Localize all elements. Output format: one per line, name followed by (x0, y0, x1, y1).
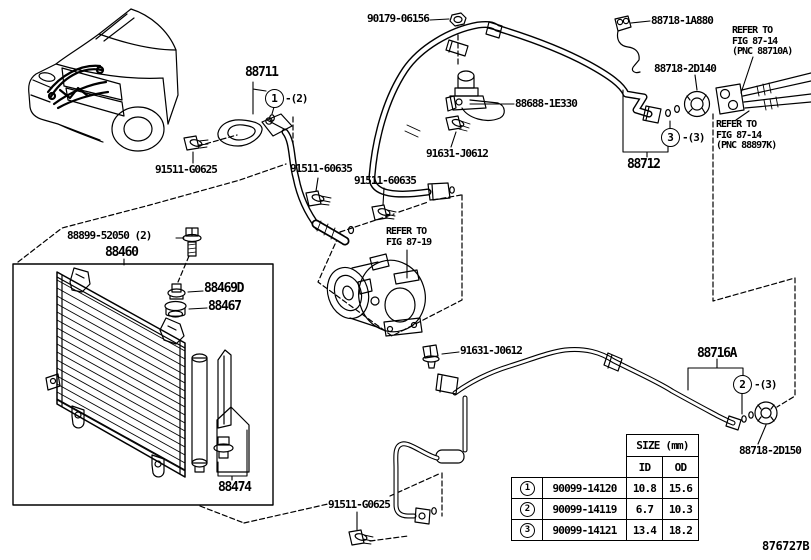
part-label-88460: 88460 (105, 245, 139, 260)
bolt-91631-j0612-a (445, 115, 471, 132)
row-2-id: 6.7 (626, 498, 663, 520)
callout-2-qty: -(3) (754, 378, 777, 391)
car-sketch (28, 8, 179, 152)
size-table-header: SIZE (mm) (626, 434, 699, 457)
receiver-drier (191, 353, 208, 473)
firewall-fitting-drawing (683, 72, 811, 118)
row-3-id: 13.4 (626, 519, 663, 541)
valve-88688-drawing (445, 70, 505, 121)
bolt-91511-g0625-a (183, 135, 209, 151)
row-2-badge: 2 (519, 502, 535, 517)
part-label-88718-2d150: 88718-2D150 (739, 444, 802, 457)
size-table-row: 2 90099-14119 6.7 10.3 (511, 498, 699, 520)
part-label-88469d: 88469D (204, 281, 244, 296)
part-label-91511-60635-a: 91511-60635 (290, 162, 353, 175)
desiccant-strip (217, 349, 232, 429)
callout-3-badge: 3 (661, 128, 680, 147)
bolt-91511-g0625-b (348, 529, 374, 546)
grommet-88469d-drawing (167, 283, 186, 300)
size-table: SIZE (mm) ID OD 1 90099-14120 10.8 15.6 … (511, 434, 699, 541)
size-table-row: 1 90099-14120 10.8 15.6 (511, 477, 699, 499)
row-1-badge: 1 (519, 481, 535, 496)
part-label-91511-g0625-b: 91511-G0625 (328, 498, 391, 511)
callout-1-qty: -(2) (285, 92, 308, 105)
part-label-88688-1e330: 88688-1E330 (515, 97, 578, 110)
callout-3-qty: -(3) (682, 131, 705, 144)
part-label-91631-j0612-b: 91631-J0612 (460, 344, 523, 357)
row-2-part: 90099-14119 (542, 498, 627, 520)
refer-note-88897k: REFER TO FIG 87-14 (PNC 88897K) (716, 119, 777, 152)
nut-90179-drawing (449, 12, 467, 27)
part-label-88474: 88474 (218, 480, 252, 495)
part-label-88467: 88467 (208, 299, 242, 314)
grommet-2d140-drawing (683, 90, 711, 118)
engine-bay-harness (46, 64, 110, 110)
part-label-88899-52050: 88899-52050 (2) (67, 229, 152, 242)
bolt-icons (183, 115, 471, 546)
part-label-91511-g0625-a: 91511-G0625 (155, 163, 218, 176)
row-1-od: 15.6 (662, 477, 699, 499)
leader-lines (123, 18, 767, 531)
callout-2-badge: 2 (733, 375, 752, 394)
discharge-hose-88711-drawing (217, 113, 355, 246)
part-label-90179-06156: 90179-06156 (367, 12, 430, 25)
row-3-od: 18.2 (662, 519, 699, 541)
suction-hose-88712-drawing (368, 20, 680, 201)
bolt-91511-60635-a (305, 190, 332, 207)
part-label-88711: 88711 (245, 65, 279, 80)
part-label-88718-1a880: 88718-1A880 (651, 14, 714, 27)
bolt-91631-j0612-b (422, 344, 440, 369)
row-2-od: 10.3 (662, 498, 699, 520)
bolt-91511-60635-b (371, 204, 397, 221)
cushion-88467-drawing (164, 300, 187, 318)
refer-note-88710a: REFER TO FIG 87-14 (PNC 88710A) (732, 25, 793, 58)
bracket-1a880-drawing (614, 15, 641, 74)
lower-mount-88474 (213, 406, 250, 473)
part-label-88716a: 88716A (697, 346, 737, 361)
bolt-88899-drawing (182, 227, 202, 257)
grommet-2d150-drawing (754, 401, 778, 425)
row-3-badge: 3 (519, 523, 535, 538)
size-table-col-id: ID (626, 456, 663, 478)
size-table-col-od: OD (662, 456, 699, 478)
row-3-part: 90099-14121 (542, 519, 627, 541)
part-label-91631-j0612-a: 91631-J0612 (426, 147, 489, 160)
callout-1-badge: 1 (265, 89, 284, 108)
row-1-part: 90099-14120 (542, 477, 627, 499)
compressor-drawing (326, 253, 426, 337)
figure-code: 876727B (762, 539, 810, 553)
size-table-row: 3 90099-14121 13.4 18.2 (511, 519, 699, 541)
condenser-88460-drawing (12, 263, 274, 506)
part-label-88718-2d140: 88718-2D140 (654, 62, 717, 75)
part-label-91511-60635-b: 91511-60635 (354, 174, 417, 187)
part-label-88712: 88712 (627, 157, 661, 172)
liquid-pipe-88716a-drawing (393, 347, 778, 525)
refer-note-8719: REFER TO FIG 87-19 (386, 226, 432, 248)
row-1-id: 10.8 (626, 477, 663, 499)
